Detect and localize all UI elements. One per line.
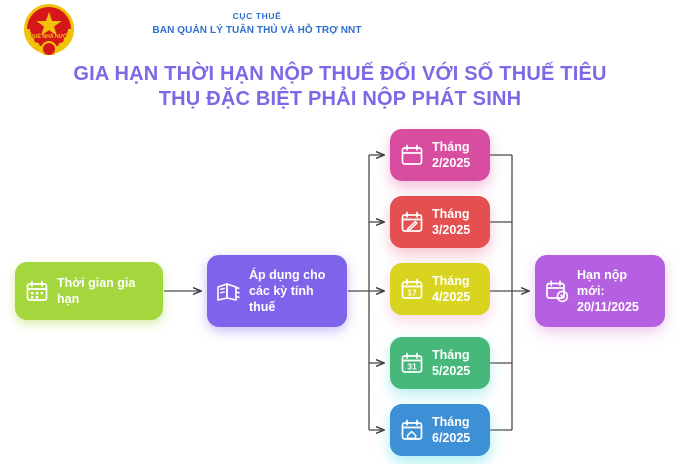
org-line-1: CỤC THUẾ: [232, 11, 282, 21]
node-month-3-2025[interactable]: Tháng 3/2025: [390, 196, 490, 248]
calendar-home-icon: [399, 417, 425, 443]
calendar-cancel-icon: [544, 278, 570, 304]
node-label: Tháng 2/2025: [432, 140, 471, 170]
calendar-edit-icon: [399, 209, 425, 235]
node-label: Tháng 3/2025: [432, 207, 471, 237]
page-title: GIA HẠN THỜI HẠN NỘP THUẾ ĐỐI VỚI SỐ THU…: [73, 63, 607, 110]
node-new-deadline[interactable]: Hạn nộp mới: 20/11/2025: [535, 255, 665, 327]
calendar-day-number: 31: [407, 362, 417, 372]
calendar-day-number: 17: [407, 288, 417, 298]
node-label: Tháng 5/2025: [432, 348, 471, 378]
calendar-day-17-icon: 17: [399, 276, 425, 302]
node-label: Hạn nộp mới: 20/11/2025: [577, 268, 639, 314]
calendar-icon: [24, 278, 50, 304]
node-label: Tháng 4/2025: [432, 274, 471, 304]
emblem-text: THUẾ NHÀ NƯỚC: [27, 32, 72, 40]
node-label: Thời gian gia hạn: [57, 276, 136, 306]
org-line-2: BAN QUẢN LÝ TUÂN THỦ VÀ HỖ TRỢ NNT: [152, 25, 362, 36]
node-apply-periods[interactable]: Áp dụng cho các kỳ tính thuế: [207, 255, 347, 327]
organization-name: CỤC THUẾ BAN QUẢN LÝ TUÂN THỦ VÀ HỖ TRỢ …: [92, 10, 422, 38]
node-month-2-2025[interactable]: Tháng 2/2025: [390, 129, 490, 181]
vietnam-tax-emblem-logo: THUẾ NHÀ NƯỚC: [12, 3, 86, 57]
node-extension-period[interactable]: Thời gian gia hạn: [15, 262, 163, 320]
node-label: Tháng 6/2025: [432, 415, 471, 445]
node-month-5-2025[interactable]: 31 Tháng 5/2025: [390, 337, 490, 389]
calendar-icon: [399, 142, 425, 168]
documents-stack-icon: [216, 278, 242, 304]
header: THUẾ NHÀ NƯỚC CỤC THUẾ BAN QUẢN LÝ TUÂN …: [0, 0, 680, 58]
node-month-6-2025[interactable]: Tháng 6/2025: [390, 404, 490, 456]
calendar-day-31-icon: 31: [399, 350, 425, 376]
node-label: Áp dụng cho các kỳ tính thuế: [249, 268, 326, 314]
node-month-4-2025[interactable]: 17 Tháng 4/2025: [390, 263, 490, 315]
